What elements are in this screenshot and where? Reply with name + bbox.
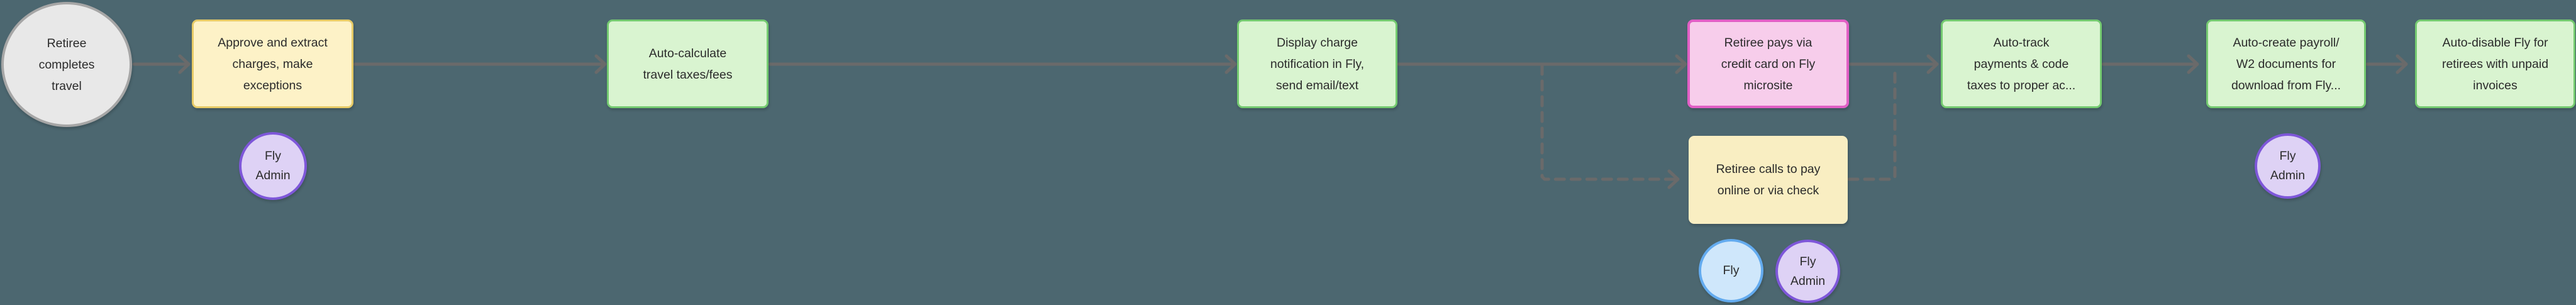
node-label-line: notification in Fly, — [1270, 57, 1365, 71]
arrowhead-icon — [2396, 54, 2408, 74]
connector-autotrack-to-payroll — [2101, 54, 2199, 74]
arrowhead-icon — [178, 54, 191, 74]
node-label-line: Admin — [1790, 274, 1826, 288]
connector-autocalc-to-display — [768, 54, 1237, 74]
node-retiree-pays-credit-card[interactable]: Retiree pays via credit card on Fly micros… — [1687, 19, 1849, 108]
arrowhead-icon — [1224, 54, 1237, 74]
node-auto-disable-fly[interactable]: Auto-disable Fly for retirees with unpaid… — [2415, 19, 2575, 108]
connector-display-to-paycall — [1540, 64, 1680, 189]
node-label-line: Retiree pays via — [1724, 35, 1813, 50]
node-label-line: Approve and extract — [218, 35, 328, 50]
connector-paycall-to-autotrack — [1847, 65, 1897, 181]
node-label-line: microsite — [1743, 78, 1793, 92]
node-label-line: Fly — [1723, 263, 1740, 277]
node-label-line: Fly — [1799, 254, 1816, 269]
node-label-line: Retiree calls to pay — [1716, 162, 1821, 176]
node-auto-calculate-taxes[interactable]: Auto-calculate travel taxes/fees — [607, 19, 769, 108]
node-label-line: invoices — [2473, 78, 2518, 92]
arrowhead-icon — [1926, 54, 1939, 74]
node-label-line: Auto-calculate — [648, 46, 727, 60]
node-label-line: Display charge — [1277, 35, 1358, 50]
node-label-line: online or via check — [1717, 184, 1819, 197]
node-label-line: Auto-track — [1993, 35, 2050, 50]
node-label-line: taxes to proper ac... — [1967, 78, 2076, 92]
node-retiree-completes-travel[interactable]: Retiree completes travel — [1, 2, 132, 127]
node-label-line: Fly — [2279, 149, 2296, 163]
node-label-line: charges, make — [232, 57, 313, 71]
node-label-line: Retiree — [47, 36, 87, 50]
node-retiree-calls-to-pay[interactable]: Retiree calls to pay online or via check — [1689, 136, 1848, 224]
connector-approve-to-autocalc — [353, 54, 607, 74]
node-label-line: exceptions — [243, 78, 303, 92]
node-label-line: Admin — [2270, 169, 2306, 182]
arrowhead-icon — [1675, 54, 1687, 74]
node-auto-track-payments[interactable]: Auto-track payments & code taxes to proper… — [1941, 19, 2102, 108]
node-display-charge-notification[interactable]: Display charge notification in Fly, send e… — [1237, 19, 1397, 108]
node-label-line: send email/text — [1275, 78, 1359, 92]
arrowhead-icon — [2187, 54, 2199, 74]
connector-paycc-to-autotrack — [1848, 54, 1939, 74]
arrowhead-icon — [594, 54, 607, 74]
node-label-line: download from Fly... — [2231, 78, 2341, 92]
arrowhead-icon — [1667, 169, 1680, 189]
node-label-line: Auto-disable Fly for — [2442, 35, 2548, 50]
node-label-line: completes — [38, 57, 95, 72]
node-label-line: travel — [52, 79, 82, 93]
node-label-line: Admin — [255, 169, 291, 182]
node-label-line: retirees with unpaid — [2441, 57, 2549, 71]
node-approve-extract-charges[interactable]: Approve and extract charges, make exceptio… — [192, 19, 353, 108]
badge-fly[interactable]: Fly — [1699, 239, 1763, 302]
connector-payroll-to-autodisable — [2365, 54, 2408, 74]
connector-start-to-approve — [132, 54, 191, 74]
node-label-line: Auto-create payroll/ — [2233, 35, 2340, 50]
node-label-line: Fly — [265, 149, 281, 163]
node-label-line: credit card on Fly — [1721, 57, 1816, 71]
node-label-line: W2 documents for — [2236, 57, 2336, 71]
node-auto-create-payroll-w2[interactable]: Auto-create payroll/W2 documents for down… — [2206, 19, 2366, 108]
node-label-line: travel taxes/fees — [643, 67, 733, 82]
node-label-line: payments & code — [1974, 57, 2069, 71]
